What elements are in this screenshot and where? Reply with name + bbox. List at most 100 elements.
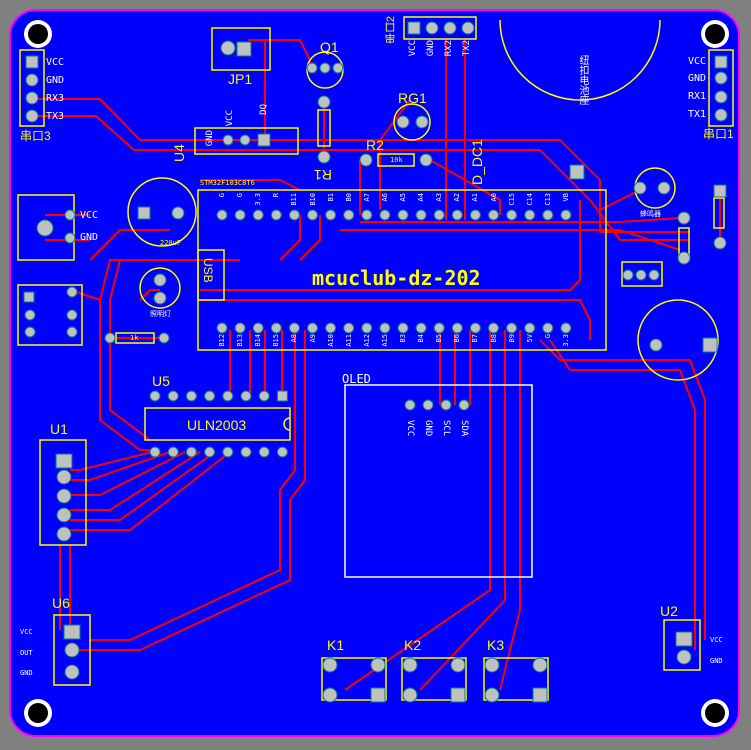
uln2003-pad-1-2 (185, 446, 197, 458)
u6-pin-out: OUT (20, 649, 33, 657)
mcu-bottom-pin-label-3: B15 (272, 334, 281, 347)
sensor-left-pin-gnd: GND (80, 232, 99, 243)
mcu-bottom-pad-5 (307, 322, 318, 334)
mcu-bottom-pin-label-14: B7 (471, 334, 480, 343)
mcu-bottom-pad-19 (560, 322, 572, 334)
mcu-top-pin-row (216, 209, 572, 221)
mcu-top-pin-label-6: B1 (326, 193, 335, 202)
mcu-bottom-pin-row (216, 322, 572, 334)
mcu-top-pin-label-1: G (236, 193, 245, 198)
mcu-top-pin-label-5: B10 (308, 193, 317, 206)
rg1-label: RG1 (398, 90, 427, 106)
mcu-top-pin-label-15: A0 (489, 193, 498, 202)
mcu-bottom-pin-label-0: B12 (218, 334, 226, 347)
mcu-bottom-pin-label-18: G (543, 334, 552, 339)
mcu-top-pin-label-3: R (272, 193, 281, 198)
mcu-top-pin-label-12: A3 (435, 193, 444, 202)
oled-label: OLED (342, 372, 371, 386)
q1-label: Q1 (320, 39, 339, 55)
uln2003-pad-0-2 (185, 390, 197, 402)
mcu-bottom-pin-label-17: 5V (525, 334, 534, 343)
mcu-top-pin-label-4: B11 (290, 193, 299, 206)
mcu-bottom-pad-11 (415, 322, 427, 334)
u6-pin-vcc: VCC (20, 628, 33, 636)
mcu-bottom-pad-17 (524, 322, 536, 334)
chuankou3-pin-rx3: RX3 (46, 93, 65, 104)
mcu-top-pad-6 (325, 209, 337, 221)
chuankou1-title: 串口1 (703, 127, 734, 141)
uln2003-pad-0-3 (204, 390, 216, 402)
uln2003-pad-1-1 (167, 446, 179, 458)
uln2003-pad-0-6 (258, 390, 270, 402)
mcu-top-pin-label-2: 3.3 (254, 193, 263, 206)
buzzer-label: 蜂鸣器 (640, 210, 661, 218)
chuankou2-pin-vcc: VCC (408, 40, 418, 57)
r2-label: R2 (366, 137, 384, 153)
r2-value: 10k (390, 156, 403, 164)
u6-label: U6 (52, 595, 70, 611)
mcu-top-pad-16 (506, 209, 518, 221)
mcu-bottom-pad-7 (343, 322, 355, 334)
mcu-top-pin-label-9: A6 (380, 193, 389, 202)
mcu-bottom-pad-1 (234, 322, 246, 334)
oled-pin-gnd: GND (423, 420, 433, 437)
mcu-top-pad-2 (252, 209, 264, 221)
chuankou3-pin-tx3: TX3 (46, 111, 65, 122)
mcu-bottom-pin-label-4: A8 (290, 334, 299, 343)
mcu-bottom-pin-label-7: A11 (344, 334, 353, 347)
mcu-bottom-pad-0 (216, 322, 228, 334)
mcu-top-pad-7 (343, 209, 355, 221)
d-dc1-label: D_DC1 (469, 139, 485, 185)
mcu-bottom-pad-3 (270, 322, 282, 334)
board-outline (9, 9, 740, 737)
mcu-top-pad-10 (397, 209, 409, 221)
mcu-bottom-pin-label-13: B6 (453, 334, 462, 343)
mcu-top-pad-15 (488, 209, 499, 221)
mcu-part-number: STM32F103C8T6 (200, 179, 255, 187)
chuankou3-title: 串口3 (20, 129, 51, 143)
uln2003-pad-0-1 (167, 390, 179, 402)
board-title: mcuclub-dz-202 (312, 266, 481, 290)
u5-label: U5 (152, 373, 170, 389)
mcu-bottom-pin-label-8: A12 (362, 334, 371, 347)
mcu-top-pad-4 (288, 209, 300, 221)
r1-label: R1 (314, 167, 332, 183)
mcu-bottom-pin-label-16: B9 (507, 334, 516, 343)
mounting-hole-top-right (701, 20, 729, 48)
u2-pin-vcc: VCC (710, 636, 723, 644)
uln2003-pad-1-0 (149, 446, 161, 458)
mcu-top-pin-label-16: C15 (507, 193, 516, 206)
u4-pin-dq: DQ (259, 104, 269, 115)
u1-label: U1 (50, 421, 68, 437)
uln2003-pad-1-6 (258, 446, 270, 458)
mcu-top-pad-14 (469, 209, 481, 221)
mcu-bottom-pad-13 (451, 322, 463, 334)
mcu-bottom-pin-label-6: A10 (326, 334, 335, 347)
uln2003-pad-1-5 (240, 446, 252, 458)
mcu-top-pad-19 (560, 209, 572, 221)
mcu-top-pad-9 (379, 209, 391, 221)
mcu-top-pin-label-8: A7 (362, 193, 371, 202)
mcu-bottom-pin-label-5: A9 (308, 334, 317, 343)
uln2003-pad-1-4 (222, 446, 234, 458)
sensor-left-pin-vcc: VCC (80, 210, 99, 221)
oled-pin-sda: SDA (459, 420, 469, 437)
mcu-bottom-pad-15 (488, 322, 499, 334)
traces (30, 39, 721, 691)
mcu-top-pin-label-7: B0 (344, 193, 353, 202)
mcu-top-pin-label-14: A1 (471, 193, 480, 202)
mcu-top-pin-label-11: A4 (417, 193, 426, 202)
chuankou3-pin-gnd: GND (46, 75, 65, 86)
mcu-top-pad-17 (524, 209, 536, 221)
mcu-top-pad-5 (307, 209, 318, 221)
uln2003-pad-0-4 (222, 390, 234, 402)
mcu-top-pin-label-13: A2 (453, 193, 462, 202)
chuankou1-pin-gnd: GND (688, 73, 707, 84)
mcu-top-pin-label-19: VB (561, 193, 570, 202)
chuankou2-pin-rx2: RX2 (444, 40, 454, 57)
uln2003-pin-rows (149, 390, 288, 458)
mcu-bottom-pad-12 (433, 322, 445, 334)
k2-label: K2 (404, 637, 422, 653)
battery-label: 纽扣电池座 (577, 55, 588, 105)
chuankou1-pin-rx1: RX1 (688, 91, 707, 102)
